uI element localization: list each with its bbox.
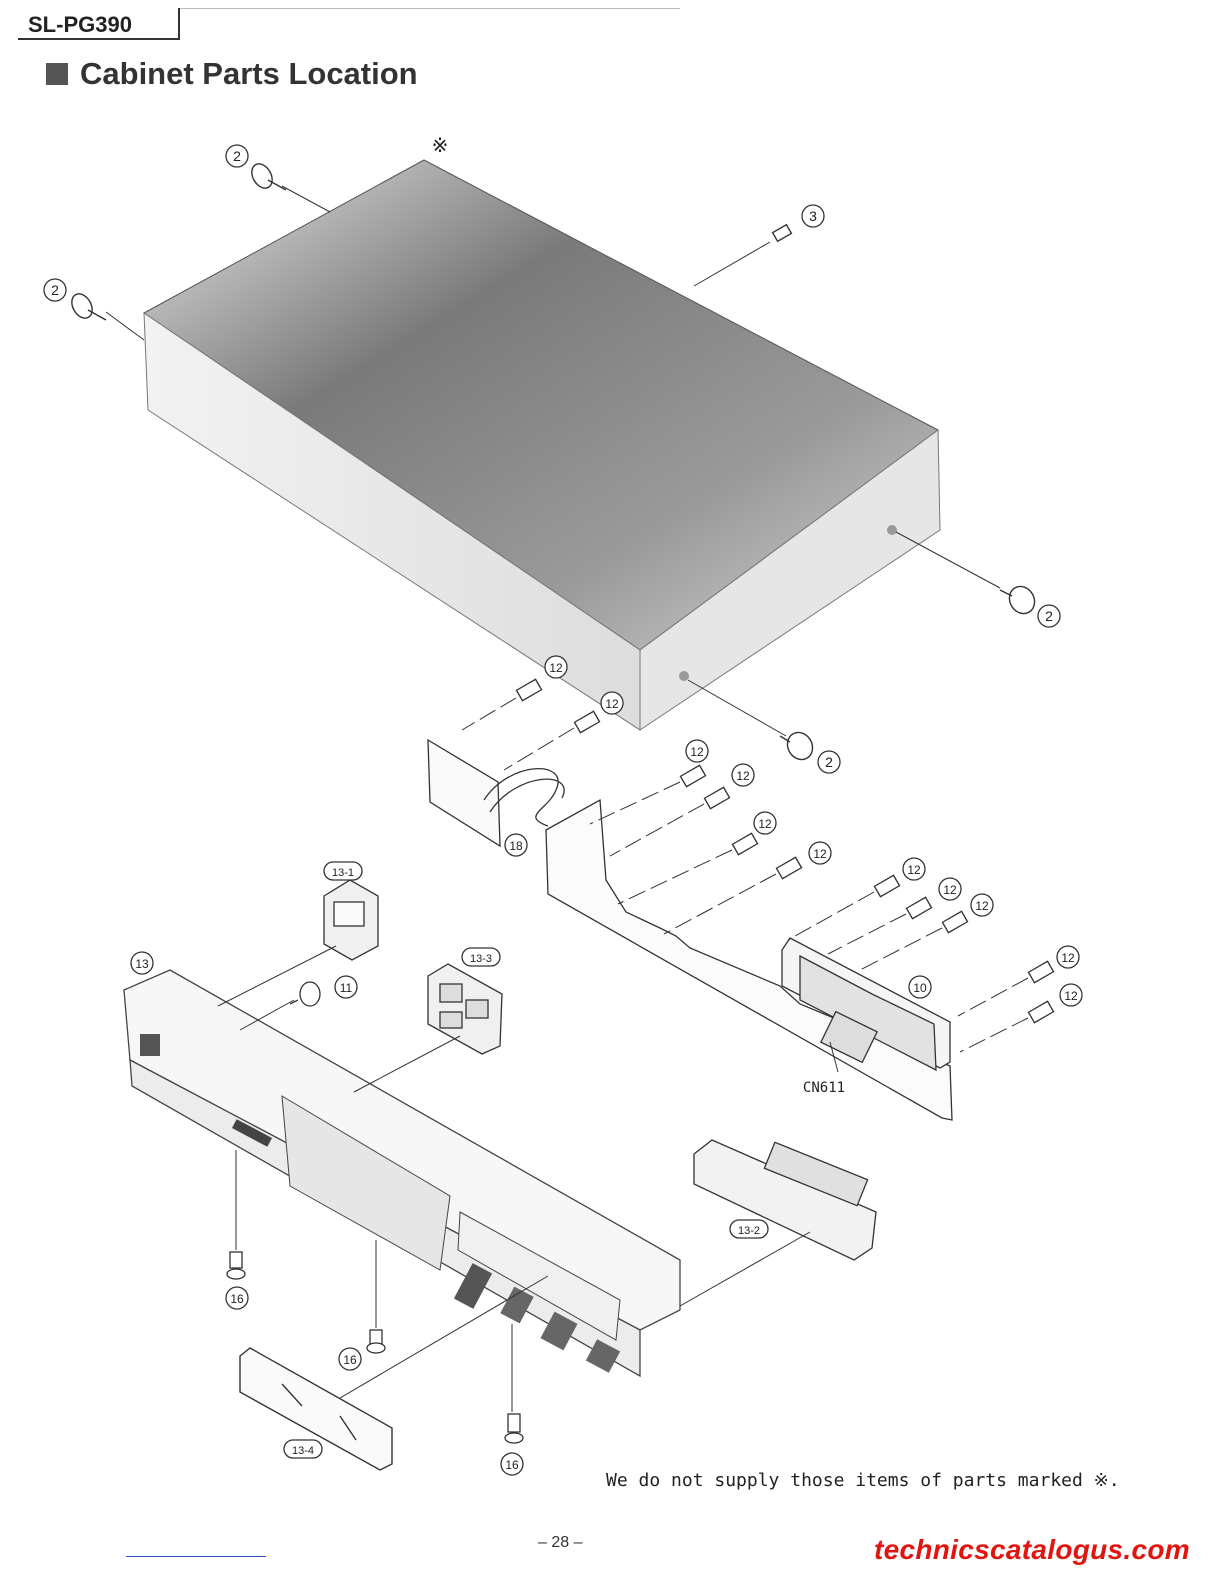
callout-12g: 12 bbox=[907, 863, 921, 877]
button-13-3 bbox=[428, 964, 502, 1054]
callout-12e: 12 bbox=[758, 817, 772, 831]
callout-12k: 12 bbox=[1064, 989, 1078, 1003]
knob-11 bbox=[290, 982, 320, 1006]
top-cover bbox=[144, 160, 940, 730]
callout-2c: 2 bbox=[1045, 608, 1053, 624]
footer-link-underline bbox=[126, 1556, 266, 1557]
callout-3: 3 bbox=[809, 208, 817, 224]
callout-13-3: 13-3 bbox=[470, 953, 492, 965]
callout-2b: 2 bbox=[51, 282, 59, 298]
callout-12i: 12 bbox=[975, 899, 989, 913]
callout-12a: 12 bbox=[549, 661, 563, 675]
callout-12h: 12 bbox=[943, 883, 957, 897]
cover-not-supplied-mark: ※ bbox=[432, 135, 449, 157]
not-supplied-note: We do not supply those items of parts ma… bbox=[606, 1470, 1120, 1491]
display-pcb bbox=[782, 938, 950, 1070]
callout-16c: 16 bbox=[505, 1458, 519, 1472]
page-number: – 28 – bbox=[538, 1534, 582, 1552]
callout-13-2: 13-2 bbox=[738, 1225, 760, 1237]
callout-11: 11 bbox=[340, 981, 353, 995]
callout-13-4: 13-4 bbox=[292, 1445, 314, 1457]
callout-13-1: 13-1 bbox=[332, 867, 354, 879]
small-pcb bbox=[428, 740, 564, 846]
front-panel bbox=[124, 970, 680, 1376]
callout-10: 10 bbox=[913, 981, 927, 995]
callout-12b: 12 bbox=[605, 697, 619, 711]
callout-18: 18 bbox=[509, 839, 523, 853]
callout-2a: 2 bbox=[233, 148, 241, 164]
callout-12f: 12 bbox=[813, 847, 827, 861]
callout-12j: 12 bbox=[1061, 951, 1075, 965]
callout-16b: 16 bbox=[343, 1353, 357, 1367]
button-strip-13-2 bbox=[694, 1140, 876, 1260]
callout-13: 13 bbox=[135, 957, 149, 971]
callout-12c: 12 bbox=[690, 745, 704, 759]
connector-label: CN611 bbox=[803, 1080, 845, 1096]
site-watermark[interactable]: technicscatalogus.com bbox=[874, 1534, 1190, 1566]
callout-12d: 12 bbox=[736, 769, 750, 783]
callout-2d: 2 bbox=[825, 754, 833, 770]
callout-16a: 16 bbox=[230, 1292, 244, 1306]
